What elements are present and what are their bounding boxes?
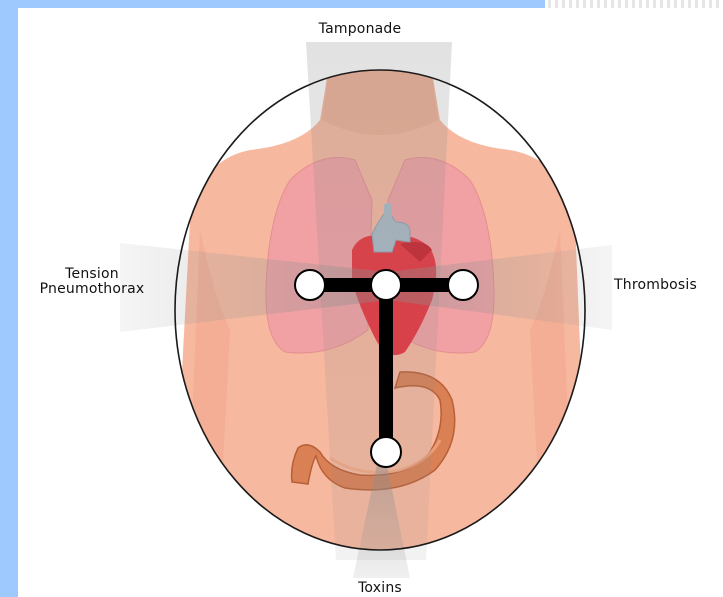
label-thrombosis: Thrombosis: [614, 278, 723, 293]
label-tension-pneumothorax: Tension Pneumothorax: [22, 267, 162, 297]
node-center[interactable]: [371, 270, 401, 300]
label-toxins: Toxins: [320, 581, 440, 596]
label-tamponade: Tamponade: [300, 22, 420, 37]
node-right[interactable]: [448, 270, 478, 300]
node-left[interactable]: [295, 270, 325, 300]
node-bottom[interactable]: [371, 437, 401, 467]
